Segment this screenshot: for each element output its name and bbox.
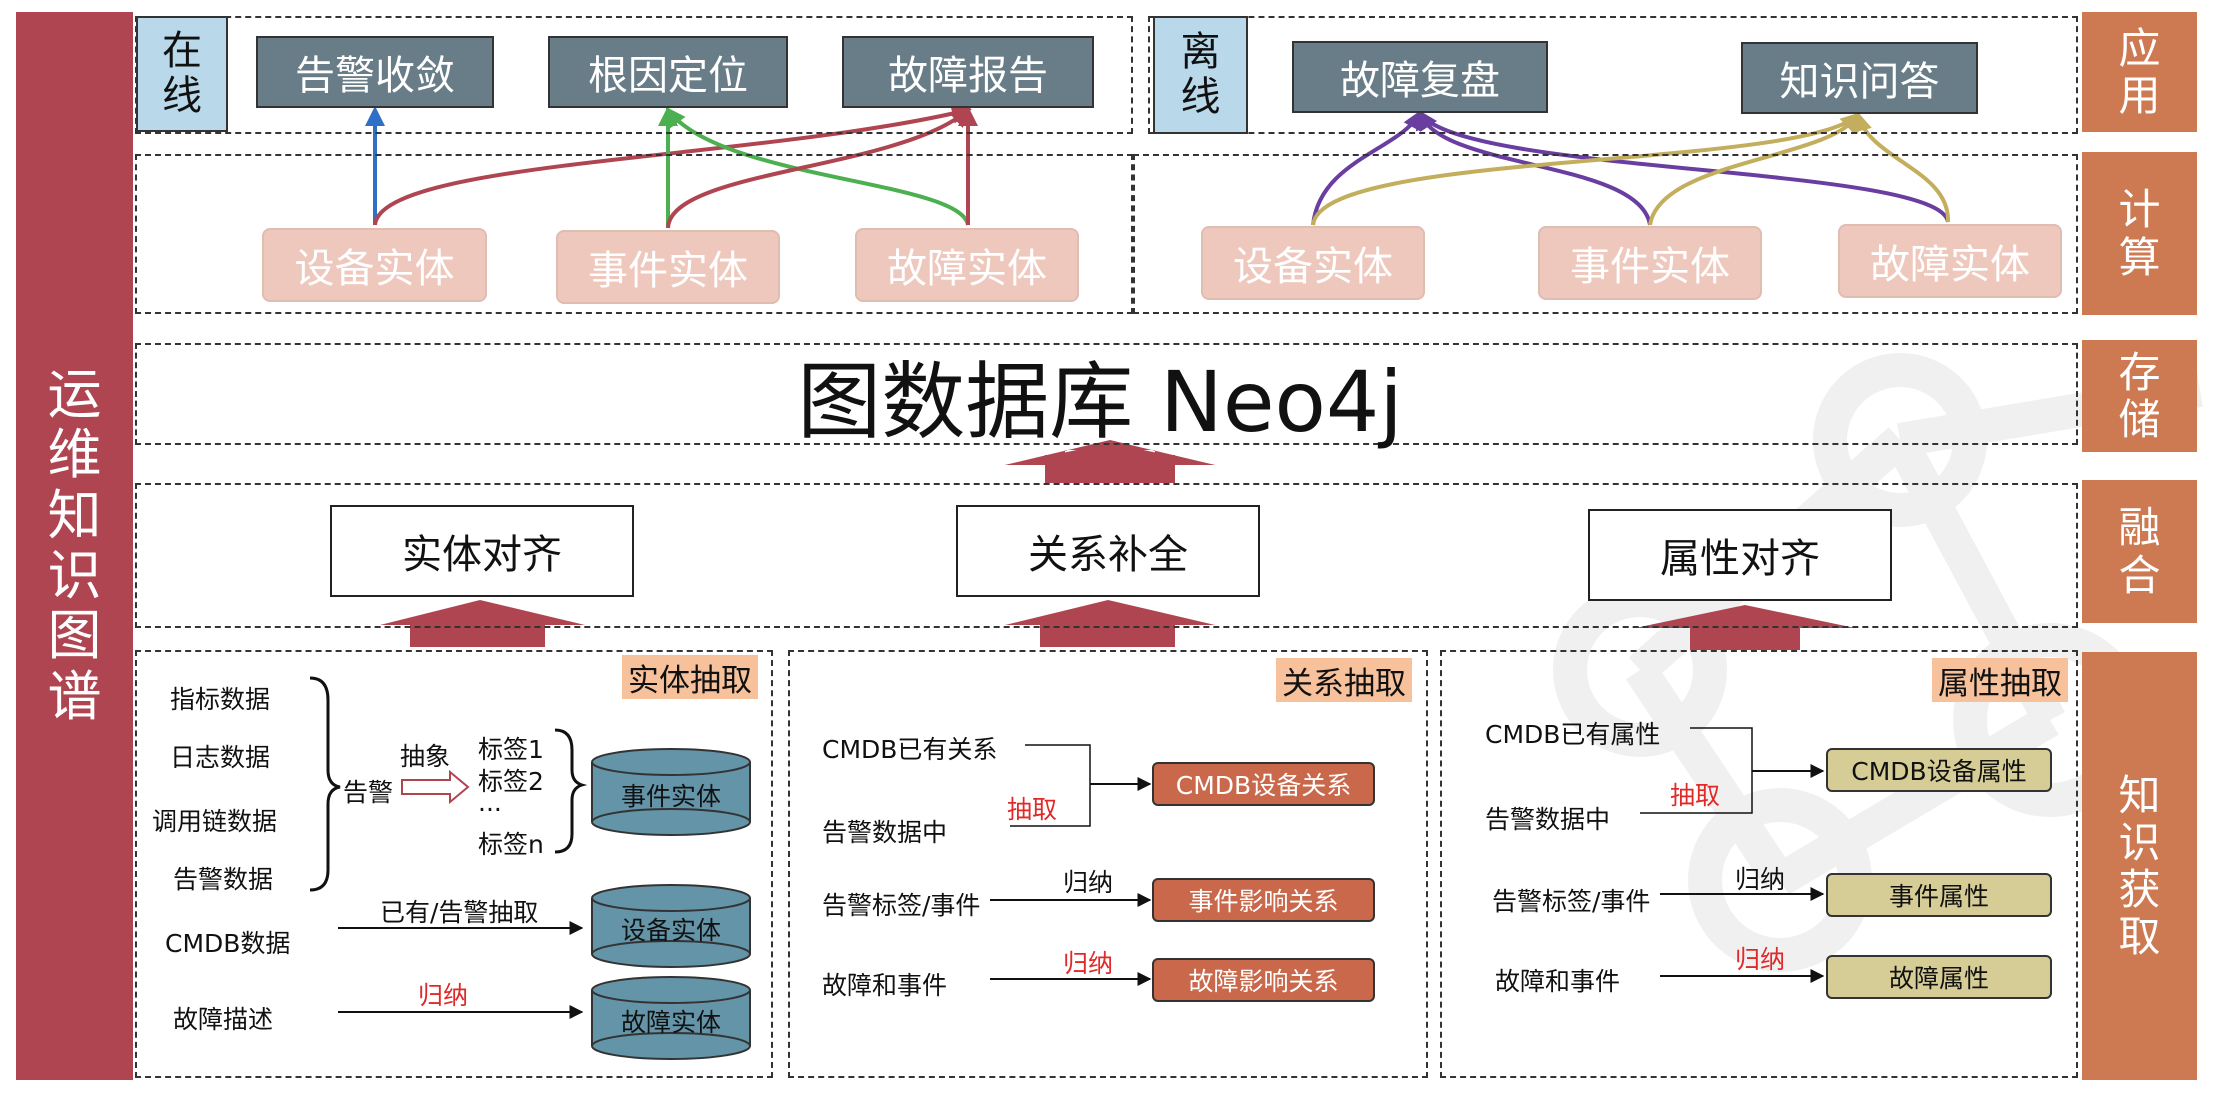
source-fault-description: 故障描述 [173, 1005, 274, 1034]
relation-induce-label-1: 归纳 [1063, 868, 1114, 897]
source-alarm-data: 告警数据 [173, 865, 274, 894]
cmdb-action-label: 已有/告警抽取 [380, 898, 539, 927]
attribute-cmdb-existing: CMDB已有属性 [1485, 720, 1661, 749]
title-char: 维 [47, 423, 102, 487]
link-offline-event-qa [1648, 111, 1861, 226]
link-offline-fault-qa [1852, 111, 1951, 223]
attribute-fault-event: 故障和事件 [1495, 967, 1621, 996]
relation-induce-label-2: 归纳 [1063, 949, 1114, 978]
output-cmdb-device-relation: CMDB设备关系 [1152, 762, 1375, 806]
tag-ellipsis: ... [478, 788, 502, 817]
output-cmdb-device-attribute: CMDB设备属性 [1826, 748, 2052, 792]
abstract-hollow-arrow [401, 769, 470, 805]
layer-label-acquire: 知识 获取 [2082, 652, 2197, 1080]
entity-sources-brace [309, 676, 341, 892]
graph-database-title: 图数据库 Neo4j [797, 352, 1403, 451]
induce-label: 归纳 [418, 981, 469, 1010]
cylinder-device-label: 设备实体 [620, 916, 721, 945]
layer-label-compute: 计算 [2082, 152, 2197, 315]
online-mode-label: 在线 [136, 16, 228, 132]
offline-app-panel [1148, 16, 2078, 134]
online-compute-panel [135, 154, 1133, 314]
fusion-relation-completion: 关系补全 [956, 505, 1260, 597]
tag-1: 标签1 [478, 735, 544, 764]
title-char: 谱 [47, 664, 102, 728]
attribute-extract-label: 抽取 [1670, 781, 1721, 810]
cylinder-event-label: 事件实体 [620, 782, 721, 811]
tags-brace [554, 728, 588, 854]
relation-alarm-tag-event: 告警标签/事件 [822, 891, 981, 920]
title-char: 识 [47, 544, 102, 607]
attribute-induce-label-1: 归纳 [1735, 865, 1786, 894]
up-arrow-relation [1005, 600, 1215, 647]
cylinder-event [591, 748, 751, 836]
attribute-induce-label-2: 归纳 [1735, 945, 1786, 974]
link-offline-device-review [1311, 109, 1422, 226]
app-fault-report: 故障报告 [842, 36, 1094, 108]
tag-2: 标签2 [478, 767, 544, 796]
attribute-alarm-data: 告警数据中 [1485, 805, 1611, 834]
relation-alarm-data: 告警数据中 [822, 818, 948, 847]
fusion-attribute-alignment: 属性对齐 [1588, 509, 1892, 601]
output-event-attribute: 事件属性 [1826, 873, 2052, 917]
layer-label-storage: 存储 [2082, 340, 2197, 452]
relation-cmdb-existing: CMDB已有关系 [822, 735, 998, 764]
layer-label-fusion: 融合 [2082, 480, 2197, 623]
link-online-device-report [373, 104, 972, 226]
storage-panel [135, 343, 2078, 445]
abstract-label: 抽象 [400, 742, 451, 771]
attribute-alarm-tag-event: 告警标签/事件 [1492, 887, 1651, 916]
up-arrow-entity [380, 600, 585, 647]
source-trace-data: 调用链数据 [152, 807, 278, 836]
entity-extraction-title: 实体抽取 [622, 655, 758, 699]
output-event-impact-relation: 事件影响关系 [1152, 878, 1375, 922]
relation-fault-event: 故障和事件 [822, 971, 948, 1000]
up-arrow-attribute [1635, 605, 1855, 650]
offline-mode-label: 离线 [1153, 16, 1248, 134]
cylinder-fault [591, 976, 751, 1060]
online-device-entity: 设备实体 [262, 228, 487, 302]
link-offline-device-qa [1311, 112, 1861, 226]
output-fault-impact-relation: 故障影响关系 [1152, 958, 1375, 1002]
offline-fault-entity: 故障实体 [1838, 224, 2062, 298]
offline-compute-panel [1133, 154, 2078, 314]
tag-n: 标签n [478, 830, 544, 859]
app-knowledge-qa: 知识问答 [1741, 42, 1978, 114]
cylinder-device [591, 884, 751, 968]
layer-label-app: 应用 [2082, 12, 2197, 132]
link-offline-fault-review [1417, 109, 1950, 223]
attribute-extraction-title: 属性抽取 [1932, 658, 2068, 702]
attribute-extraction-panel [1440, 650, 2078, 1078]
online-fault-entity: 故障实体 [855, 228, 1079, 302]
link-online-event-report [666, 107, 972, 229]
offline-event-entity: 事件实体 [1538, 226, 1762, 300]
link-online-fault-root [665, 106, 970, 226]
app-alarm-convergence: 告警收敛 [256, 36, 494, 108]
title-char: 知 [47, 483, 102, 547]
app-fault-review: 故障复盘 [1292, 41, 1548, 113]
relation-extract-label: 抽取 [1007, 795, 1058, 824]
entity-extraction-panel [135, 650, 773, 1078]
source-log-data: 日志数据 [170, 743, 271, 772]
app-root-cause: 根因定位 [548, 36, 788, 108]
source-metric-data: 指标数据 [170, 685, 271, 714]
alarm-label: 告警 [343, 778, 394, 807]
offline-device-entity: 设备实体 [1201, 226, 1425, 300]
source-cmdb-data: CMDB数据 [165, 929, 291, 958]
cylinder-fault-label: 故障实体 [620, 1008, 721, 1037]
online-event-entity: 事件实体 [556, 230, 780, 304]
title-char: 图 [47, 604, 102, 668]
fusion-entity-alignment: 实体对齐 [330, 505, 634, 597]
fusion-panel [135, 483, 2078, 628]
relation-extraction-title: 关系抽取 [1276, 658, 1412, 702]
title-char: 运 [47, 362, 102, 426]
output-fault-attribute: 故障属性 [1826, 955, 2052, 999]
relation-extraction-panel [788, 650, 1428, 1078]
knowledge-graph-title-bar: 运 维 知 识 图 谱 [16, 12, 133, 1080]
